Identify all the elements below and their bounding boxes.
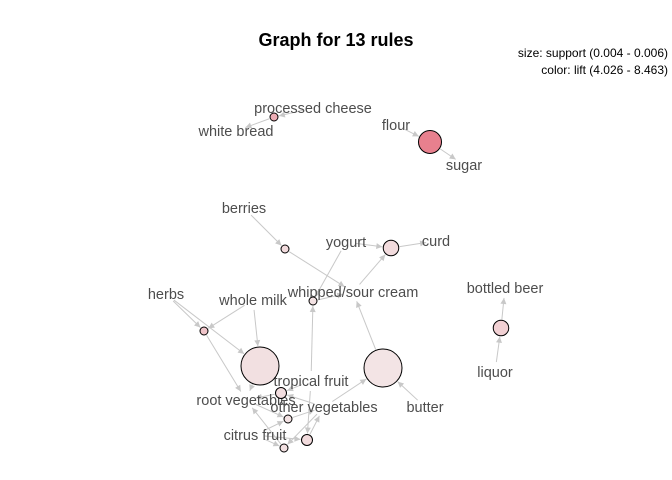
rule-node-r6 [308,296,318,306]
edge-berries-to-r3 [250,214,282,246]
item-label-herbs: herbs [148,287,184,303]
item-label-whole-milk: whole milk [218,293,287,309]
edge-tropical_fruit-to-r6-arrowhead [309,305,316,313]
item-label-butter: butter [406,400,443,416]
rule-node-r10 [283,414,293,424]
edge-r5-to-root_vegetables-arrowhead [235,384,241,392]
rule-node-r8 [240,346,280,386]
edge-tropical_fruit-to-r12 [306,390,311,434]
edge-herbs-to-r5 [172,300,201,328]
edge-whipped_sour_cream-to-r4-arrowhead [379,254,386,262]
edge-r9-to-whipped_sour_cream [356,301,377,350]
item-label-root-vegetables: root vegetables [196,393,295,409]
edge-butter-to-r9-arrowhead [397,381,405,388]
edge-r10-to-other_vegetables-arrowhead [307,409,315,415]
rule-node-r7 [492,319,510,337]
edge-r9-to-whipped_sour_cream-arrowhead [356,301,362,308]
edge-other_vegetables-to-r11-arrowhead [287,394,294,400]
rule-node-r2 [418,130,442,154]
rule-node-r13 [279,443,289,453]
edge-whole_milk-to-r5-arrowhead [208,322,215,329]
edge-yogurt-to-r4-arrowhead [375,243,383,250]
edge-r4-to-curd-arrowhead [419,240,427,247]
item-label-liquor: liquor [477,365,513,381]
rule-node-r9 [363,348,403,388]
edge-r3-to-whipped_sour_cream-arrowhead [337,280,345,287]
item-label-white-bread: white bread [198,124,274,140]
item-labels-layer: processed cheese white bread flour sugar ber… [148,101,544,444]
item-label-curd: curd [422,234,450,250]
edge-herbs-to-r5-arrowhead [194,321,201,328]
graph-title: Graph for 13 rules [258,30,413,50]
rule-node-r1 [269,112,279,122]
edge-berries-to-r3-arrowhead [275,239,282,246]
edge-r6-to-whipped_sour_cream-arrowhead [336,292,344,299]
item-label-berries: berries [222,201,266,217]
item-label-tropical-fruit: tropical fruit [274,374,349,390]
edge-herbs-to-r8-arrowhead [237,347,245,354]
edge-other_vegetables-to-r9 [332,378,367,402]
edge-r8-to-root_vegetables-arrowhead [249,384,255,391]
edge-r2-to-sugar-arrowhead [449,153,456,160]
edge-whole_milk-to-r8 [253,309,259,347]
rule-node-r3 [280,244,290,254]
item-label-processed-cheese: processed cheese [254,101,372,117]
edge-processed_cheese-to-r1-arrowhead [278,111,286,118]
edge-flour-to-r2-arrowhead [412,131,419,137]
edge-citrus_fruit-to-r10-arrowhead [276,421,284,427]
item-label-flour: flour [382,118,410,134]
edge-herbs-to-r8 [173,299,245,355]
edge-r7-to-bottled_beer-arrowhead [500,297,507,305]
rule-nodes-layer [199,112,510,453]
edge-r13-to-root_vegetables-arrowhead [252,407,259,415]
edge-tropical_fruit-to-r6 [310,305,314,372]
edge-root_vegetables-to-r10-arrowhead [276,411,284,418]
edge-other_vegetables-to-r13-arrowhead [287,438,294,445]
edge-yogurt-to-r6 [315,250,342,297]
edges-layer [172,109,507,447]
edge-r3-to-whipped_sour_cream [288,251,345,288]
edge-yogurt-to-r6-arrowhead [315,289,321,297]
legend-size: size: support (0.004 - 0.006) [518,46,668,60]
edge-other_vegetables-to-r13 [287,413,318,445]
edge-r1-to-white_bread-arrowhead [245,122,253,129]
edge-liquor-to-r7-arrowhead [496,336,502,344]
edge-other_vegetables-to-r9-arrowhead [359,379,367,385]
rule-node-r11 [275,387,287,399]
edge-whipped_sour_cream-to-r4 [359,254,386,285]
edge-tropical_fruit-to-r12-arrowhead [304,427,311,434]
edge-r11-to-root_vegetables-arrowhead [255,393,263,400]
rule-node-r12 [301,434,313,446]
edge-r13-to-root_vegetables [251,407,282,445]
item-label-bottled-beer: bottled beer [467,281,544,297]
edge-citrus_fruit-to-r12-arrowhead [294,435,301,442]
rule-node-r4 [382,239,400,257]
edge-whole_milk-to-r8-arrowhead [254,339,261,347]
edge-tropical_fruit-to-r11-arrowhead [287,385,294,392]
item-label-yogurt: yogurt [326,235,366,251]
legend-color: color: lift (4.026 - 8.463) [541,63,668,77]
edge-r5-to-root_vegetables [206,335,242,392]
rule-node-r5 [199,326,209,336]
item-label-other-vegetables: other vegetables [270,400,377,416]
edge-r12-to-other_vegetables-arrowhead [314,415,320,423]
edge-whole_milk-to-r5 [207,304,245,329]
item-label-sugar: sugar [446,158,482,174]
item-label-citrus-fruit: citrus fruit [224,428,287,444]
edge-citrus_fruit-to-r13-arrowhead [272,440,280,447]
item-label-whipped-sour-cream: whipped/sour cream [287,285,419,301]
